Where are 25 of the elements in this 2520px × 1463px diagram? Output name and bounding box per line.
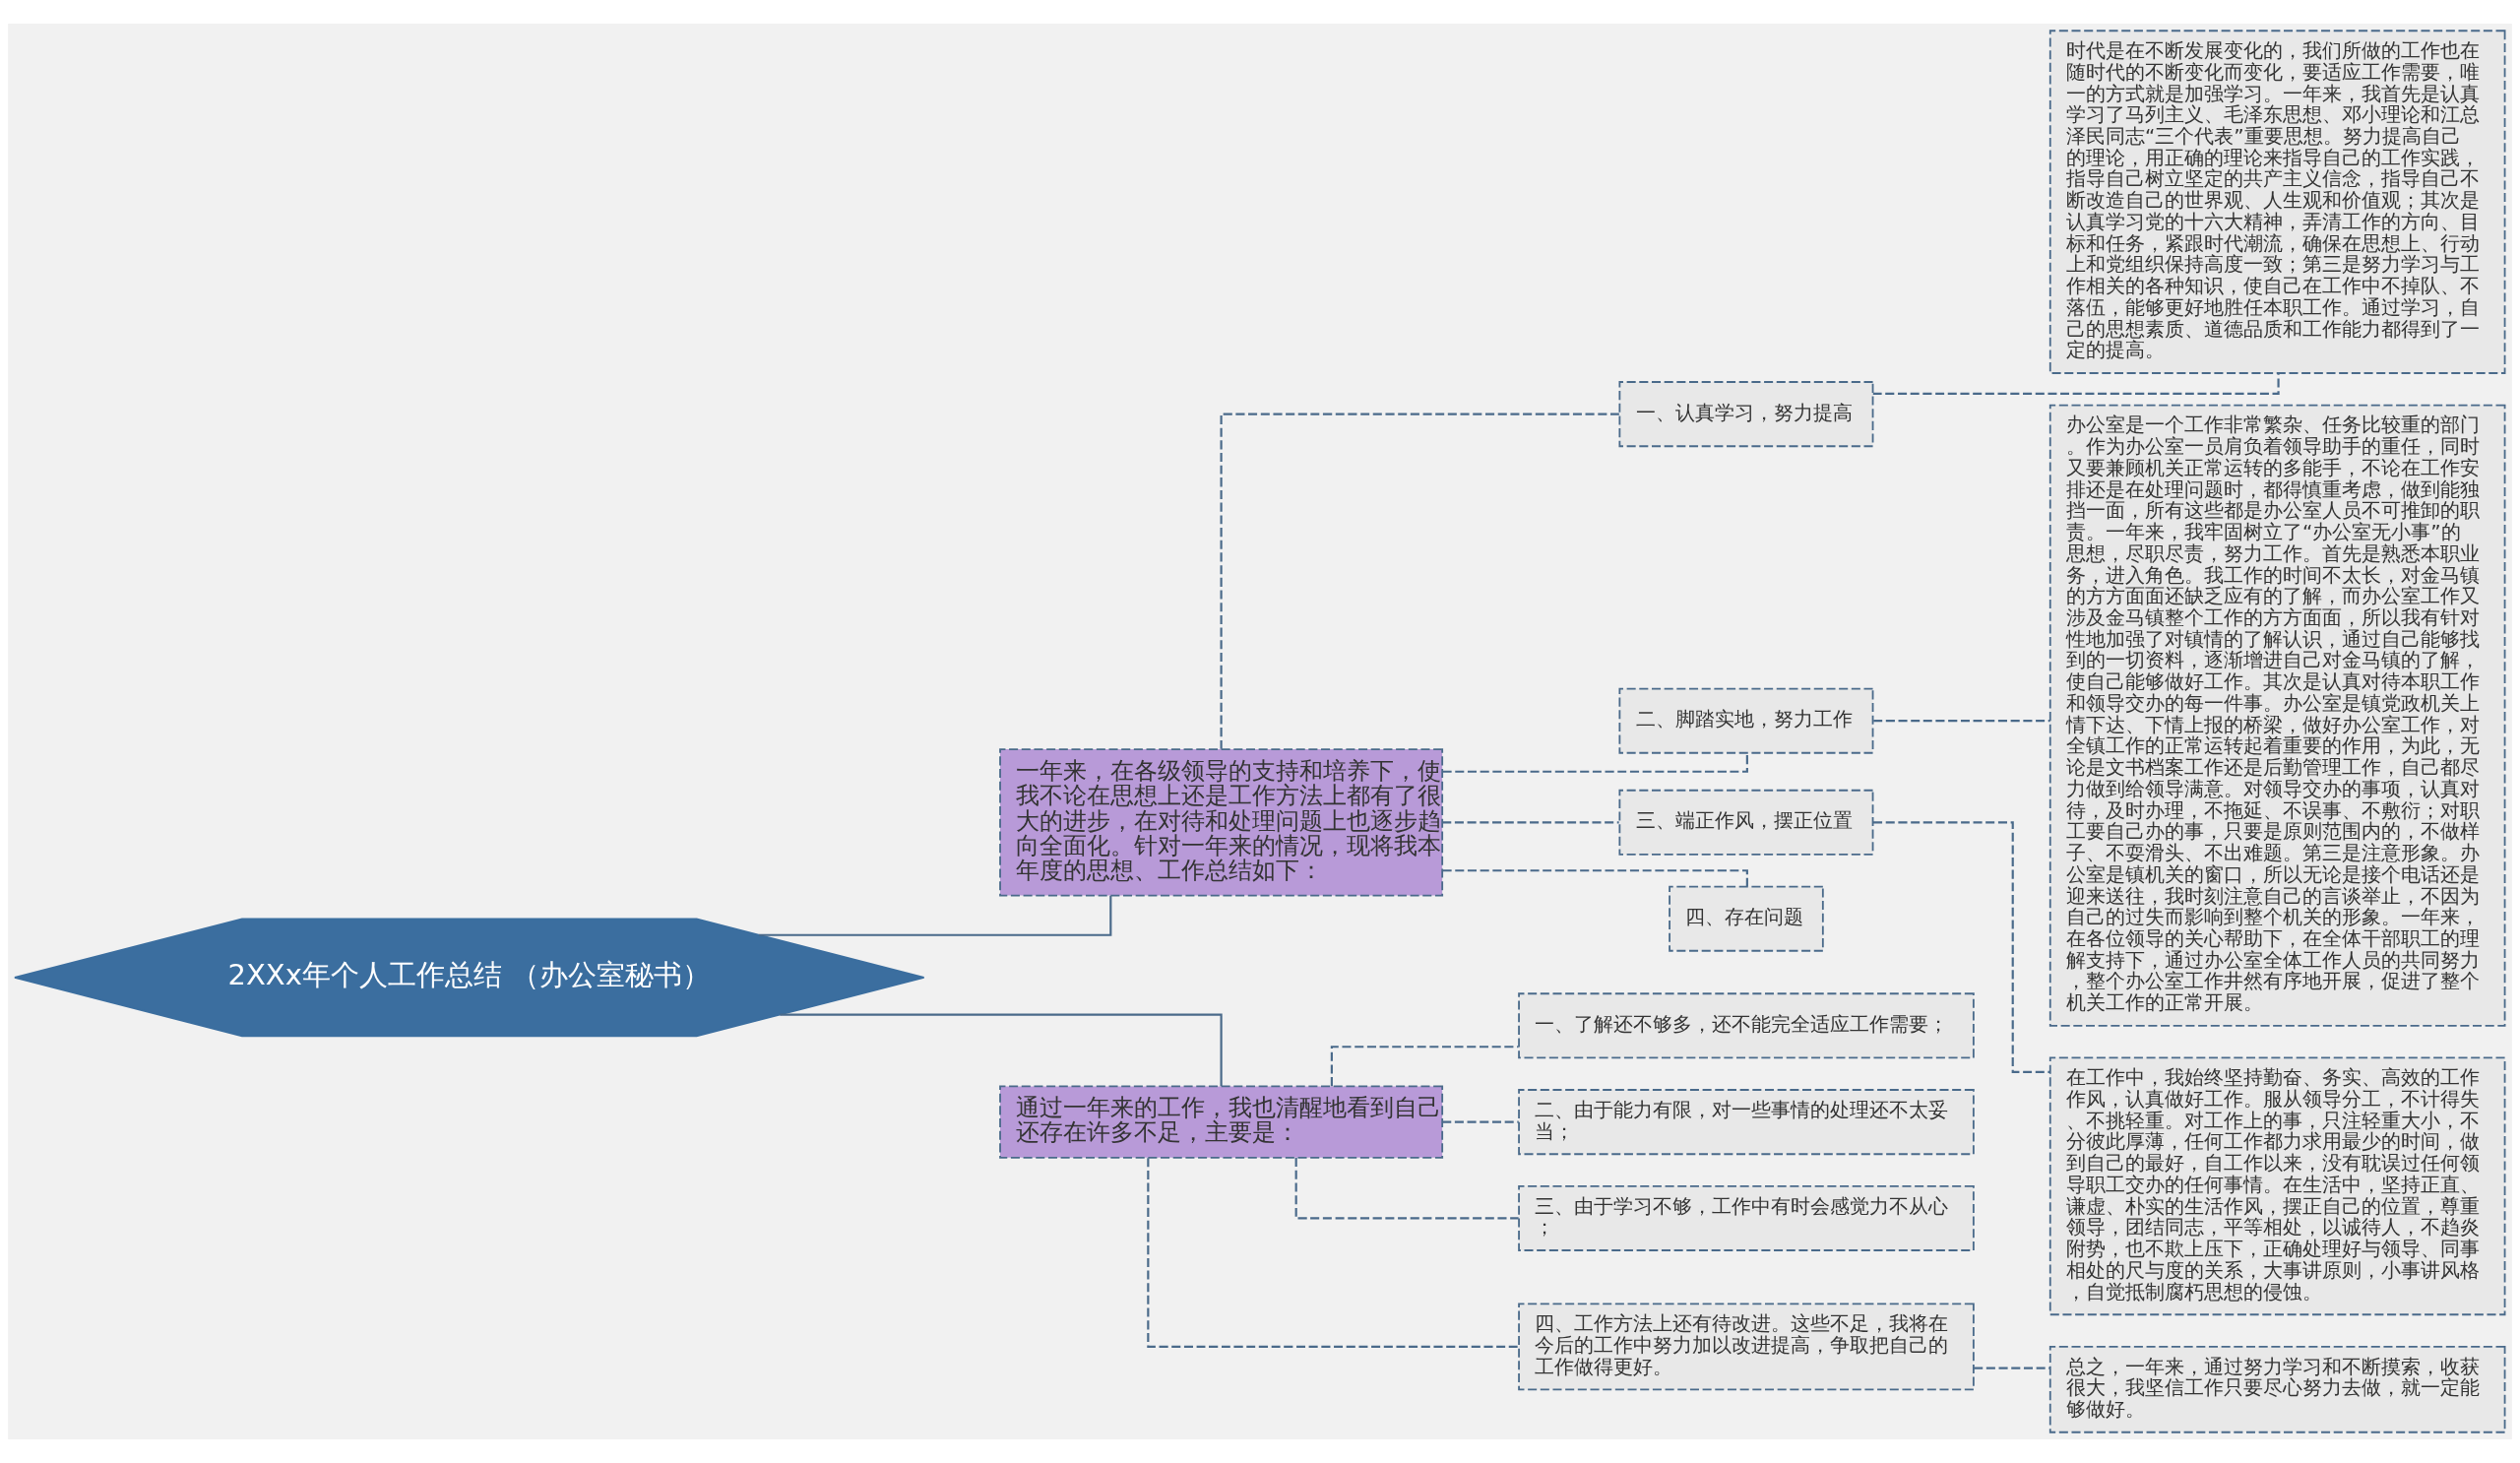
node-box: 一、了解还不够多，还不能完全适应工作需要； xyxy=(1518,992,1975,1059)
node-box: 二、由于能力有限，对一些事情的处理还不太妥当； xyxy=(1518,1089,1975,1156)
connector xyxy=(1442,821,1619,824)
connector xyxy=(780,1013,1223,1087)
node-box: 四、存在问题 xyxy=(1669,885,1824,952)
connector xyxy=(759,895,1112,936)
connector xyxy=(1974,1367,2050,1369)
connector xyxy=(1294,1158,1519,1220)
connector xyxy=(1442,1120,1519,1123)
connector xyxy=(1873,720,2050,723)
connector xyxy=(1330,1046,1519,1087)
node-box: 在工作中，我始终坚持勤奋、务实、高效的工作作风，认真做好工作。服从领导分工，不计得失、不挑轻重。对工作上的事，只注轻重大小，不分彼此厚薄，任何工作都力求用最少的时间，做到自己的最好，自工作以来，没有耽误过任何领导职工交办的任何事情。在生活中，坚持正直、谦虚、朴实的生活作风，摆正自己的位置，尊重领导，团结同志，平等相处，以诚待人，不趋炎附势，也不欺上压下，正确处理好与领导、同事相处的尺与度的关系，大事讲原则，小事讲风格，自觉抵制腐朽思想的侵蚀。 xyxy=(2048,1056,2506,1316)
node-box: 一年来，在各级领导的支持和培养下，使我不论在思想上还是工作方法上都有了很大的进步，在对待和处理问题上也逐步趋向全面化。针对一年来的情况，现将我本年度的思想、工作总结如下： xyxy=(999,748,1444,897)
node-box: 四、工作方法上还有待改进。这些不足，我将在今后的工作中努力加以改进提高，争取把自己的工作做得更好。 xyxy=(1518,1303,1975,1391)
node-box: 二、脚踏实地，努力工作 xyxy=(1618,687,1874,754)
connector xyxy=(1873,821,2050,1073)
connector xyxy=(1147,1158,1519,1348)
node-box: 总之，一年来，通过努力学习和不断摸索，收获很大，我坚信工作只要尽心努力去做，就一定能够做好。 xyxy=(2048,1345,2506,1433)
node-box: 三、端正作风，摆正位置 xyxy=(1618,789,1874,856)
node-box: 一、认真学习，努力提高 xyxy=(1618,381,1874,448)
connector xyxy=(1220,413,1619,749)
node-box: 办公室是一个工作非常繁杂、任务比较重的部门。作为办公室一员肩负着领导助手的重任，同时又要兼顾机关正常运转的多能手，不论在工作安排还是在处理问题时，都得慎重考虑，做到能独挡一面，所有这些都是办公室人员不可推卸的职责。一年来，我牢固树立了“办公室无小事”的思想，尽职尽责，努力工作。首先是熟悉本职业务，进入角色。我工作的时间不太长，对金马镇的方方面面还缺乏应有的了解，而办公室工作又涉及金马镇整个工作的方方面面，所以我有针对性地加强了对镇情的了解认识，通过自己能够找到的一切资料，逐渐增进自己对金马镇的了解，使自己能够做好工作。其次是认真对待本职工作和领导交办的每一件事。办公室是镇党政机关上情下达、下情上报的桥梁，做好办公室工作，对全镇工作的正常运转起着重要的作用，为此，无论是文书档案工作还是后勤管理工作，自己都尽力做到给领导满意。对领导交办的事项，认真对待，及时办理，不拖延、不误事、不敷衍；对职工要自己办的事，只要是原则范围内的，不做样子、不耍滑头、不出难题。第三是注意形象。办公室是镇机关的窗口，所以无论是接个电话还是迎来送往，我时刻注意自己的言谈举止，不因为自己的过失而影响到整个机关的形象。一年来，在各位领导的关心帮助下，在全体干部职工的理解支持下，通过办公室全体工作人员的共同努力，整个办公室工作井然有序地开展，促进了整个机关工作的正常开展。 xyxy=(2048,404,2506,1027)
node-box: 三、由于学习不够，工作中有时会感觉力不从心； xyxy=(1518,1184,1975,1251)
node-box: 通过一年来的工作，我也清醒地看到自己还存在许多不足，主要是： xyxy=(999,1085,1444,1159)
node-box: 时代是在不断发展变化的，我们所做的工作也在随时代的不断变化而变化，要适应工作需要，唯一的方式就是加强学习。一年来，我首先是认真学习了马列主义、毛泽东思想、邓小理论和江总泽民同志“三个代表”重要思想。努力提高自己的理论，用正确的理论来指导自己的工作实践，指导自己树立坚定的共产主义信念，指导自己不断改造自己的世界观、人生观和价值观；其次是认真学习党的十六大精神，弄清工作的方向、目标和任务，紧跟时代潮流，确保在思想上、行动上和党组织保持高度一致；第三是努力学习与工作相关的各种知识，使自己在工作中不掉队、不落伍，能够更好地胜任本职工作。通过学习，自己的思想素质、道德品质和工作能力都得到了一定的提高。 xyxy=(2048,30,2506,374)
